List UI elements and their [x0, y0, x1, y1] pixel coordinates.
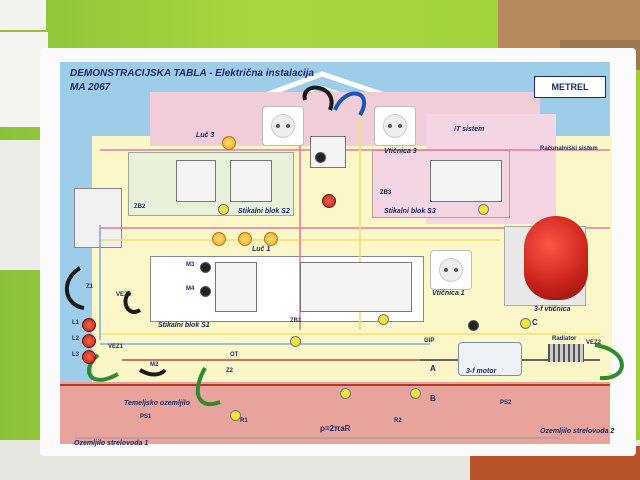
jack-black-m4[interactable]: [200, 286, 211, 297]
jack-c[interactable]: [520, 318, 531, 329]
lamp-prolni: [322, 194, 336, 208]
jack-ground-1[interactable]: [340, 388, 351, 399]
jack-zb1[interactable]: [378, 314, 389, 325]
jack-ground-2[interactable]: [410, 388, 421, 399]
label-m4: M4: [186, 286, 195, 292]
label-luc1: Luč 1: [252, 246, 271, 253]
label-it-system: IT sistem: [454, 126, 485, 133]
lamp-l3: [82, 350, 96, 364]
ground-area: [60, 382, 610, 444]
label-c: C: [532, 318, 538, 327]
lamp-luc1-c: [264, 232, 278, 246]
label-l2: L2: [72, 336, 80, 342]
metrel-logo: METREL: [534, 76, 606, 98]
jack-black-attic[interactable]: [315, 152, 326, 163]
socket-vticnica-1[interactable]: [430, 250, 472, 290]
label-r1: R1: [240, 418, 248, 424]
emergency-stop-button[interactable]: [524, 216, 588, 300]
breaker-attic[interactable]: [310, 136, 346, 168]
jack-zb2[interactable]: [218, 204, 229, 215]
label-motor: 3-f motor: [466, 368, 497, 375]
label-luc3: Luč 3: [196, 132, 215, 139]
label-ozem2: Ozemljilo strelovoda 2: [540, 428, 615, 435]
label-rho: ρ=2πaR: [320, 424, 351, 433]
paper-note: [0, 0, 46, 30]
lamp-luc1-a: [212, 232, 226, 246]
label-vez1: VEZ1: [108, 344, 124, 350]
label-radiator: Radiator: [552, 336, 577, 342]
socket-face-icon: [383, 114, 407, 138]
lamp-l2: [82, 334, 96, 348]
breakers-s1[interactable]: [300, 262, 412, 312]
label-stikalni-s2: Stikalni blok S2: [238, 208, 290, 215]
label-m3: M3: [186, 262, 195, 268]
breaker-s2[interactable]: [230, 160, 272, 202]
label-vez3: VEZ3: [116, 292, 132, 298]
lamp-l1: [82, 318, 96, 332]
breaker-s3[interactable]: [430, 160, 502, 202]
label-vticnica3: Vtičnica 3: [384, 148, 417, 155]
label-tem-ozem: Temeljsko ozemljilo: [124, 400, 190, 407]
jack-black-motor[interactable]: [468, 320, 479, 331]
jack-ground-3[interactable]: [230, 410, 241, 421]
jack-gip[interactable]: [290, 336, 301, 347]
socket-face-icon: [439, 258, 463, 282]
socket-face-icon: [271, 114, 295, 138]
label-stikalni-s1: Stikalni blok S1: [158, 322, 210, 329]
socket-attic-left[interactable]: [262, 106, 304, 146]
socket-attic-right[interactable]: [374, 106, 416, 146]
label-z1: Z1: [86, 284, 94, 290]
label-ps2: PS2: [500, 400, 512, 406]
board-model: MA 2067: [70, 82, 111, 93]
rcd-s1[interactable]: [215, 262, 257, 312]
label-zb1: ZB1: [290, 318, 302, 324]
label-zb2: ZB2: [134, 204, 146, 210]
label-l3: L3: [72, 352, 80, 358]
label-ps1: PS1: [140, 414, 152, 420]
label-3f-socket: 3-f vtičnica: [534, 306, 571, 313]
motor-3f: [458, 342, 522, 376]
label-computer-system: Računalniški sistem: [540, 146, 598, 152]
label-b: B: [430, 394, 436, 403]
label-gip: GIP: [424, 338, 435, 344]
ground-line: [60, 384, 610, 386]
label-z2: Z2: [226, 368, 234, 374]
label-vticnica1: Vtičnica 1: [432, 290, 465, 297]
board-title: DEMONSTRACIJSKA TABLA - Električna insta…: [70, 68, 315, 79]
label-a: A: [430, 364, 436, 373]
jack-black-m3[interactable]: [200, 262, 211, 273]
radiator-icon: [548, 344, 584, 362]
jack-zb3[interactable]: [478, 204, 489, 215]
label-ozem1: Ozemljilo strelovoda 1: [74, 440, 149, 447]
paper-diagram: [0, 140, 46, 270]
label-zb3: ZB3: [380, 190, 392, 196]
label-l1: L1: [72, 320, 80, 326]
label-vez2: VEZ2: [586, 340, 602, 346]
distribution-box: [74, 188, 122, 248]
label-stikalni-s3: Stikalni blok S3: [384, 208, 436, 215]
lamp-luc1-b: [238, 232, 252, 246]
label-ot: OT: [230, 352, 239, 358]
label-m2: M2: [150, 362, 159, 368]
lamp-luc3: [222, 136, 236, 150]
label-r2: R2: [394, 418, 402, 424]
rcd-s2[interactable]: [176, 160, 216, 202]
